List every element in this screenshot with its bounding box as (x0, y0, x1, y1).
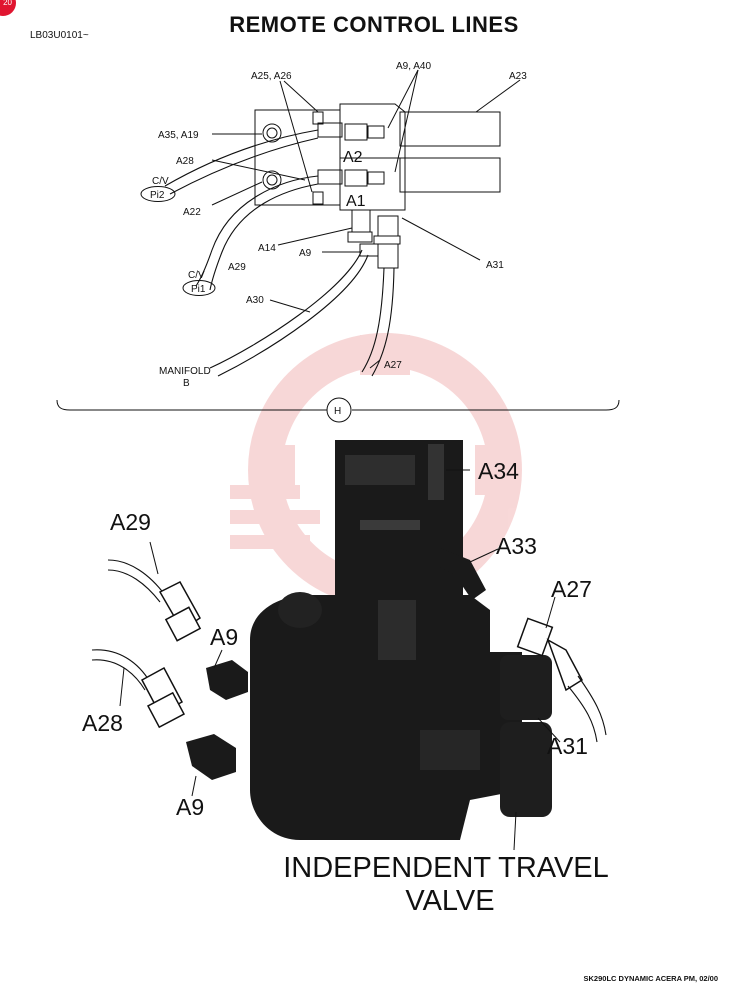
label-block-a1: A1 (346, 193, 366, 210)
pipe-a23 (399, 111, 501, 193)
label-pi2: Pi2 (150, 190, 165, 201)
label-a9-upper: A9 (210, 624, 238, 650)
label-a14: A14 (258, 243, 276, 254)
label-a23: A23 (509, 71, 527, 82)
corner-badge: 20 (0, 0, 16, 16)
section-bracket (56, 397, 620, 423)
connector-a28 (140, 666, 186, 729)
label-section-h: H (334, 406, 341, 417)
label-a27-photo: A27 (551, 576, 592, 602)
valve-block (312, 103, 406, 269)
valve-body (250, 595, 522, 840)
label-pi1: Pi1 (191, 284, 206, 295)
label-a29-photo: A29 (110, 509, 151, 535)
label-a31-top: A31 (486, 260, 504, 271)
cylinder-a31 (500, 722, 552, 817)
page-id: LB03U0101~ (30, 30, 89, 41)
label-a9-top: A9 (299, 248, 312, 259)
fitting-a9-upper (206, 660, 248, 700)
leader-lines (211, 69, 521, 369)
pi1-oval (182, 280, 216, 296)
independent-travel-valve-photo: A34 A33 A29 A27 A9 A28 A31 A9 INDEPENDEN… (82, 440, 609, 917)
label-a31-photo: A31 (547, 733, 588, 759)
label-a30: A30 (246, 295, 264, 306)
label-a28-top: A28 (176, 156, 194, 167)
page-title: REMOTE CONTROL LINES (229, 12, 519, 37)
label-manifold: MANIFOLD (159, 366, 211, 377)
label-cv-pi2: C/V (152, 176, 169, 187)
fitting-a9-lower (186, 734, 236, 780)
label-a27-top: A27 (384, 360, 402, 371)
hoses (164, 129, 395, 377)
label-a35-a19: A35, A19 (158, 130, 199, 141)
connector-a27 (516, 617, 583, 692)
caption-line-2: VALVE (405, 885, 494, 917)
connector-a29 (158, 581, 202, 642)
remote-control-lines-drawing: A25, A26 A9, A40 A23 A35, A19 A28 C/V Pi… (56, 61, 620, 423)
label-a33: A33 (496, 533, 537, 559)
label-a22: A22 (183, 207, 201, 218)
label-a9-a40: A9, A40 (396, 61, 431, 72)
label-a34: A34 (478, 458, 519, 484)
pi2-oval (140, 186, 176, 202)
label-block-a2: A2 (343, 149, 363, 166)
fitting-a33 (438, 548, 486, 600)
footer-text: SK290LC DYNAMIC ACERA PM, 02/00 (583, 974, 718, 983)
label-a9-lower: A9 (176, 794, 204, 820)
label-a28-photo: A28 (82, 710, 123, 736)
caption-line-1: INDEPENDENT TRAVEL (283, 852, 609, 884)
label-a29-top: A29 (228, 262, 246, 273)
label-a25-a26: A25, A26 (251, 71, 292, 82)
label-cv-pi1: C/V (188, 270, 205, 281)
label-manifold-b: B (183, 378, 190, 389)
